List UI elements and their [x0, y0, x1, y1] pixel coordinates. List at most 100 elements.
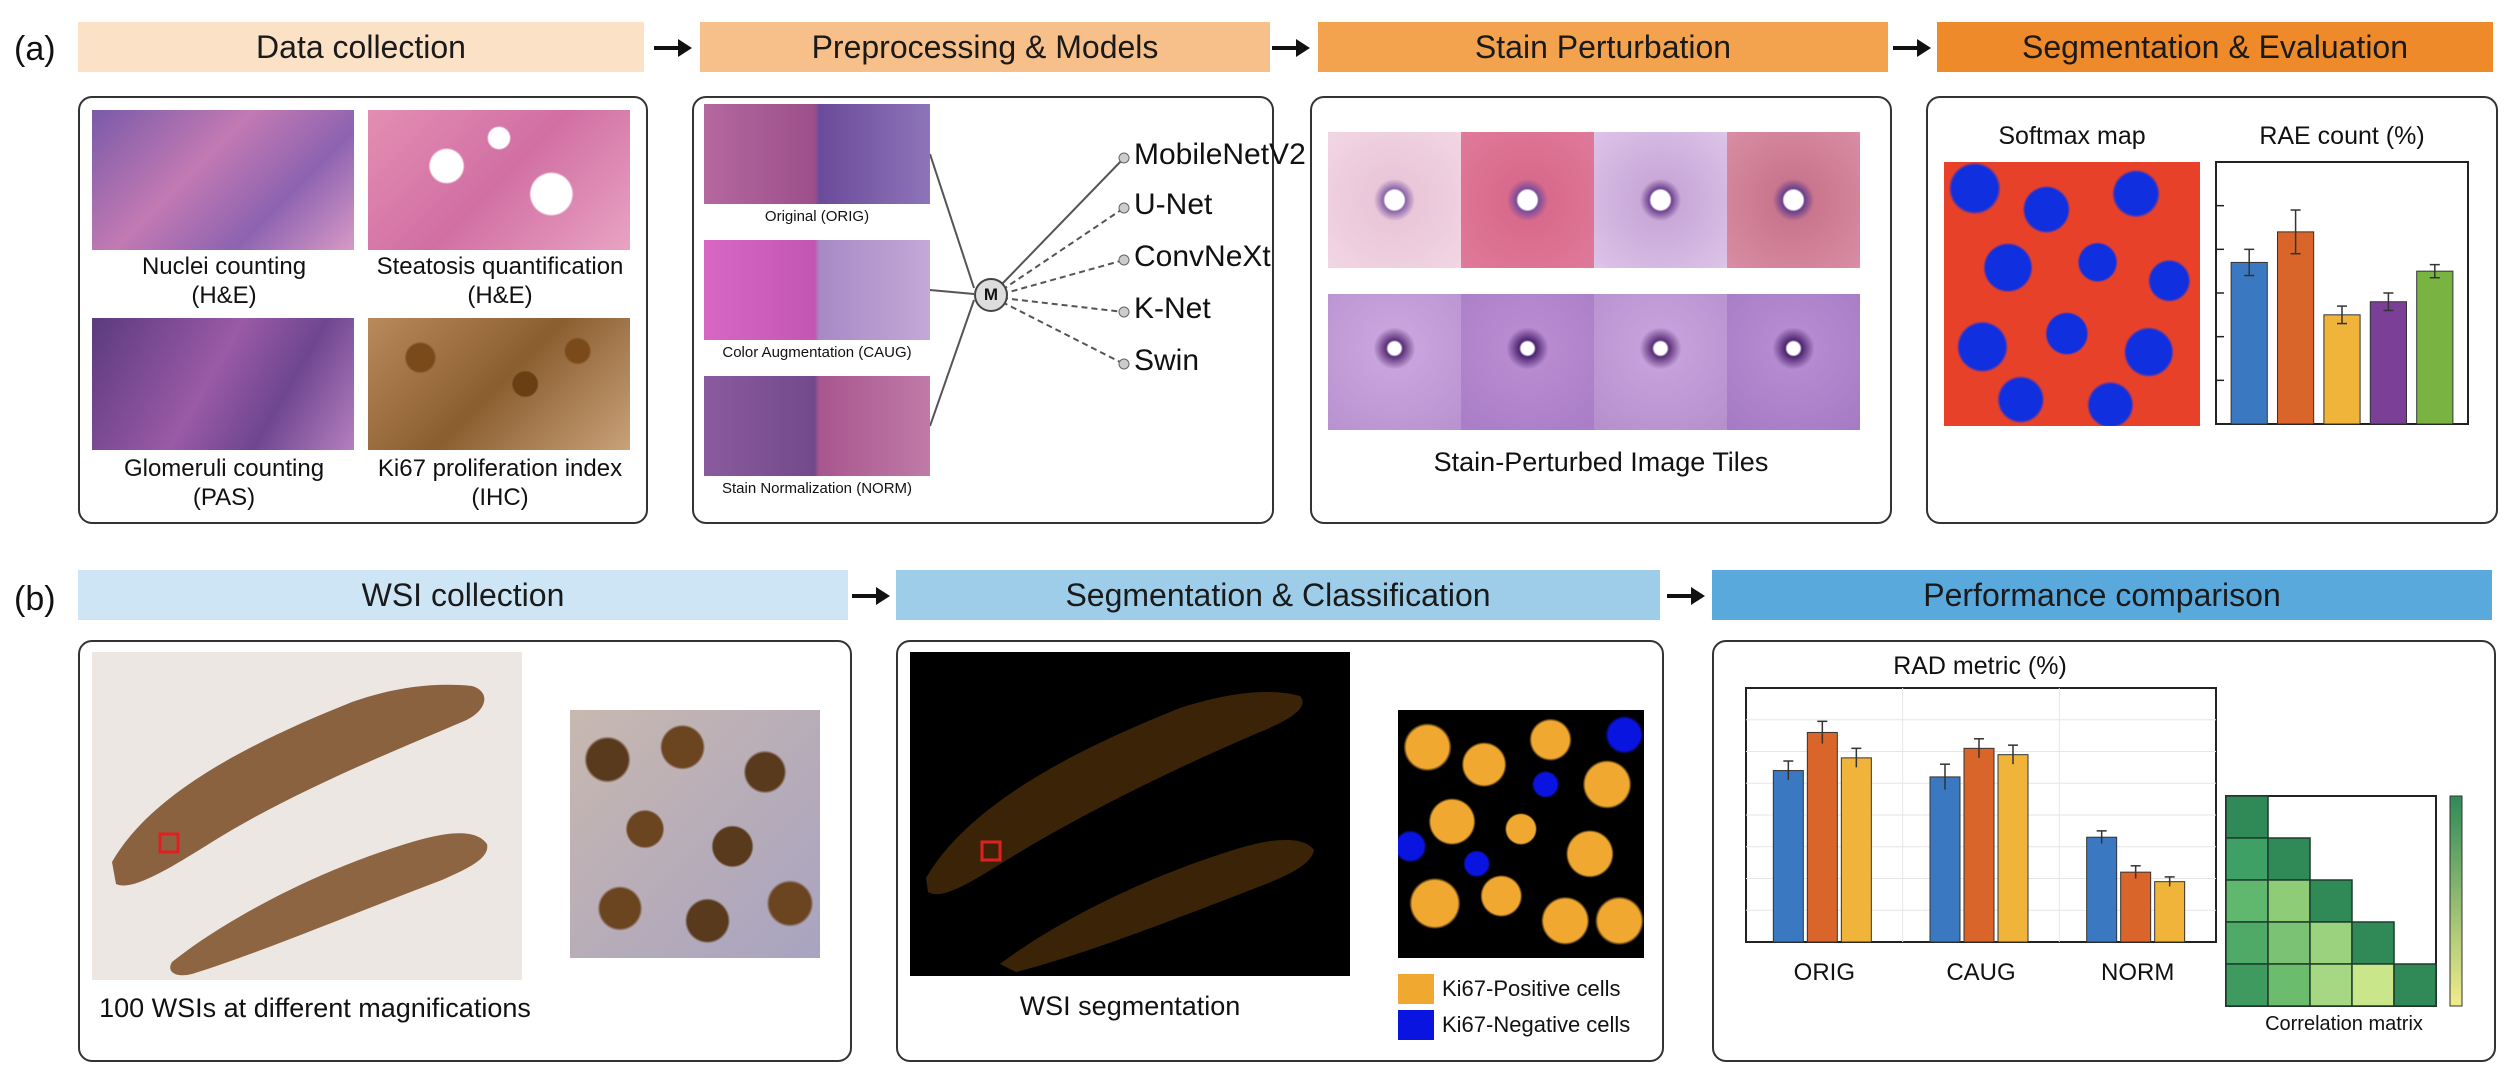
model-convnext: ConvNeXt: [1134, 240, 1271, 273]
ki67-stain: (IHC): [471, 484, 529, 511]
model-hub-node: M: [974, 278, 1008, 312]
correlation-matrix-caption: Correlation matrix: [2265, 1013, 2423, 1035]
rae-bar: [2416, 270, 2454, 425]
caug-tile: [704, 240, 930, 340]
matrix-cell: [2267, 837, 2311, 881]
preprocessing-box: Original (ORIG) Color Augmentation (CAUG…: [692, 96, 1306, 524]
legend-positive-label: Ki67-Positive cells: [1442, 976, 1621, 1001]
softmax-map-image: [1944, 162, 2200, 426]
rae-bar: [2369, 301, 2407, 425]
matrix-colorbar: [2449, 795, 2463, 1007]
matrix-cell: [2225, 963, 2269, 1007]
rad-metric-chart: ORIG CAUG NORM: [1745, 687, 2217, 986]
header-data-collection: Data collection: [78, 22, 644, 72]
matrix-cell: [2225, 879, 2269, 923]
segmentation-classification-box: WSI segmentation Ki67-Positive cells Ki6…: [896, 640, 1664, 1062]
arrow-icon: [1272, 39, 1310, 57]
stain-perturbed-caption: Stain-Perturbed Image Tiles: [1433, 447, 1769, 477]
segmentation-evaluation-box: Softmax map RAE count (%): [1926, 96, 2498, 524]
matrix-cell: [2351, 963, 2395, 1007]
caug-caption: Color Augmentation (CAUG): [722, 344, 912, 361]
correlation-matrix: [2225, 795, 2463, 1007]
model-knet: K-Net: [1134, 292, 1211, 325]
rad-bar: [2086, 836, 2118, 943]
legend-negative-label: Ki67-Negative cells: [1442, 1012, 1631, 1037]
rad-bar: [1963, 747, 1995, 943]
norm-caption: Stain Normalization (NORM): [721, 480, 913, 497]
rad-category-label: ORIG: [1794, 959, 1855, 986]
orig-tile: [704, 104, 930, 204]
matrix-cell: [2309, 879, 2353, 923]
steatosis-stain: (H&E): [467, 282, 533, 309]
matrix-cell: [2267, 879, 2311, 923]
wsi-caption: 100 WSIs at different magnifications: [99, 993, 531, 1023]
rad-category-label: CAUG: [1946, 959, 2015, 986]
header-wsi-collection: WSI collection: [78, 570, 848, 620]
rae-bar: [2277, 231, 2315, 425]
ki67-title: Ki67 proliferation index: [377, 455, 623, 482]
model-unet: U-Net: [1134, 188, 1213, 221]
rad-bar: [1840, 757, 1872, 943]
rad-chart-title: RAD metric (%): [1893, 652, 2067, 680]
ki67-classification-image: [1398, 710, 1644, 958]
wsi-segmentation-image: [910, 652, 1350, 976]
wsi-segmentation-caption: WSI segmentation: [1019, 991, 1241, 1021]
orig-caption: Original (ORIG): [764, 208, 870, 225]
norm-tile: [704, 376, 930, 476]
nuclei-counting-stain: (H&E): [191, 282, 257, 309]
stain-perturbation-box: Stain-Perturbed Image Tiles: [1310, 96, 1892, 524]
rae-count-chart: [2215, 161, 2469, 425]
rad-bar: [1806, 731, 1838, 943]
matrix-cell: [2351, 921, 2395, 965]
rae-bar: [2230, 261, 2268, 425]
wsi-collection-box: 100 WSIs at different magnifications: [78, 640, 852, 1062]
glomeruli-stain: (PAS): [192, 484, 256, 511]
rae-chart-title: RAE count (%): [2259, 122, 2425, 150]
legend-positive-swatch: [1398, 974, 1434, 1004]
header-performance-comparison: Performance comparison: [1712, 570, 2492, 620]
panel-label-a: (a): [14, 30, 56, 68]
nuclei-counting-image: [92, 110, 354, 250]
rad-bar: [2154, 881, 2186, 943]
glomeruli-image: [92, 318, 354, 450]
ki67-image: [368, 318, 630, 450]
matrix-cell: [2309, 963, 2353, 1007]
arrow-icon: [1893, 39, 1931, 57]
model-connector-lines: [930, 152, 1130, 427]
rad-bar: [1997, 754, 2029, 943]
rad-category-label: NORM: [2101, 959, 2174, 986]
perturbed-tiles-bottom: [1328, 294, 1860, 430]
rad-bar: [1929, 776, 1961, 943]
matrix-cell: [2309, 921, 2353, 965]
wsi-zoom-image: [570, 710, 820, 958]
matrix-cell: [2267, 963, 2311, 1007]
data-collection-box: Nuclei counting (H&E) Steatosis quantifi…: [78, 96, 648, 524]
steatosis-image: [368, 110, 630, 250]
glomeruli-title: Glomeruli counting: [123, 455, 325, 482]
matrix-cell: [2393, 963, 2437, 1007]
matrix-cell: [2225, 837, 2269, 881]
wsi-slide-image: [92, 652, 522, 980]
nuclei-counting-title: Nuclei counting: [141, 253, 307, 280]
arrow-icon: [654, 39, 692, 57]
performance-comparison-box: RAD metric (%) ORIG CAUG NORM Correlation …: [1712, 640, 2496, 1062]
perturbed-tiles-top: [1328, 132, 1860, 268]
header-stain-perturbation: Stain Perturbation: [1318, 22, 1888, 72]
matrix-cell: [2225, 921, 2269, 965]
legend-negative-swatch: [1398, 1010, 1434, 1040]
arrow-icon: [1667, 587, 1705, 605]
matrix-cell: [2225, 795, 2269, 839]
header-segmentation-evaluation: Segmentation & Evaluation: [1937, 22, 2493, 72]
panel-label-b: (b): [14, 580, 56, 618]
rae-bar: [2323, 314, 2361, 425]
steatosis-title: Steatosis quantification: [376, 253, 624, 280]
softmax-map-title: Softmax map: [1998, 122, 2146, 150]
matrix-cell: [2267, 921, 2311, 965]
header-preprocessing-models: Preprocessing & Models: [700, 22, 1270, 72]
rad-bar: [1772, 770, 1804, 943]
model-swin: Swin: [1134, 344, 1200, 377]
arrow-icon: [852, 587, 890, 605]
model-mobilenetv2: MobileNetV2: [1134, 138, 1306, 171]
header-segmentation-classification: Segmentation & Classification: [896, 570, 1660, 620]
rad-bar: [2120, 871, 2152, 943]
